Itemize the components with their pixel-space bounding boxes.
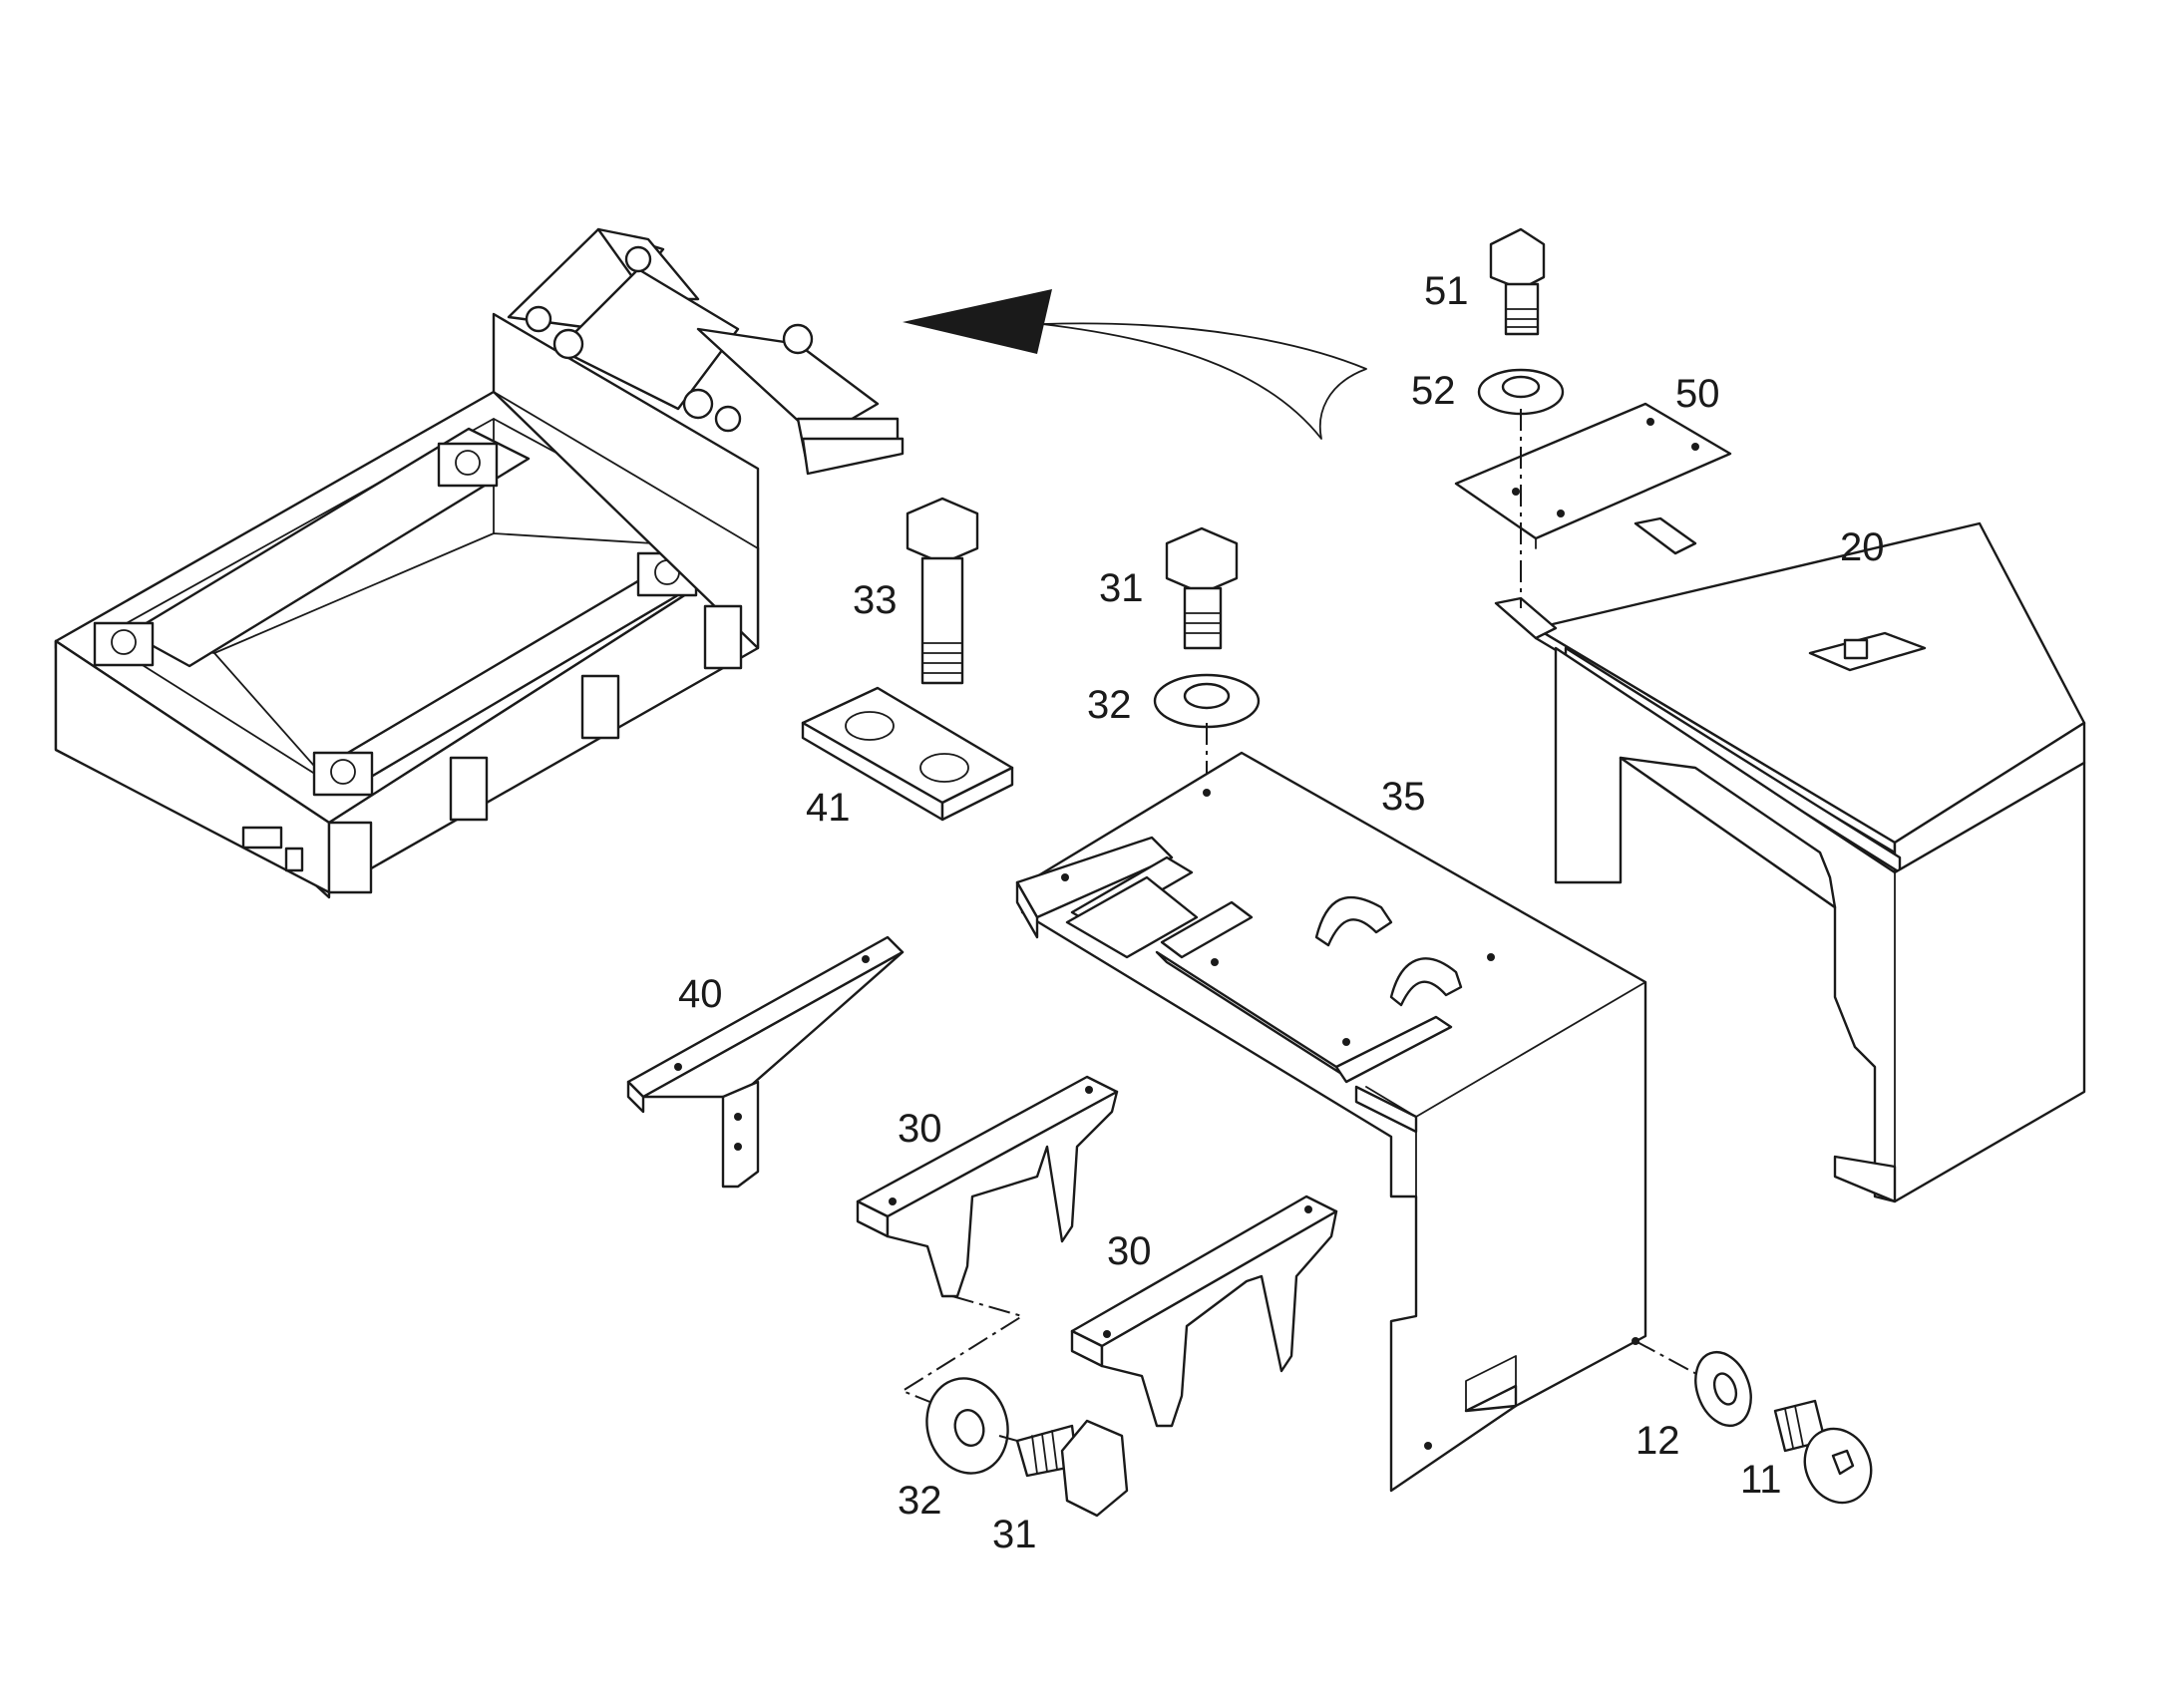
part-30-bracket-right: [1070, 1195, 1338, 1428]
part-40-bracket: [626, 935, 905, 1189]
callout-30-right: 30: [1107, 1229, 1152, 1273]
callout-31-bottom: 31: [992, 1513, 1037, 1556]
part-31-bolt-top: [1165, 526, 1239, 650]
callout-32-top: 32: [1087, 683, 1132, 727]
part-32-washer-bottom: [925, 1377, 1009, 1475]
callout-40: 40: [678, 972, 723, 1016]
callout-51: 51: [1424, 269, 1469, 313]
part-11-screw: [1773, 1399, 1873, 1505]
callout-11: 11: [1740, 1458, 1782, 1502]
callout-50: 50: [1675, 372, 1720, 416]
part-41-plate: [801, 686, 1014, 822]
part-50-plate: [1454, 402, 1732, 549]
direction-arrow: [903, 289, 1367, 440]
callout-41: 41: [806, 786, 851, 830]
assembly-axis-31-bottom: [998, 1435, 1018, 1442]
assembly-axis-11: [1635, 1340, 1701, 1377]
callout-labels: 51 52 50 20 33 31 32 41 35 40 30 30 32 3…: [678, 269, 1885, 1556]
callout-33: 33: [853, 578, 898, 622]
callout-32-bottom: 32: [898, 1479, 942, 1523]
part-32-washer-top: [1153, 673, 1261, 729]
callout-12: 12: [1635, 1419, 1680, 1463]
part-31-bolt-bottom: [1015, 1419, 1129, 1518]
part-52-washer: [1477, 368, 1565, 416]
part-33-bolt: [906, 497, 979, 685]
part-51-bolt: [1489, 227, 1546, 336]
callout-52: 52: [1411, 369, 1456, 413]
part-12-washer: [1694, 1351, 1752, 1427]
callout-31-top: 31: [1099, 566, 1144, 610]
callout-30-left: 30: [898, 1107, 942, 1151]
callout-35: 35: [1381, 775, 1426, 819]
callout-20: 20: [1840, 525, 1885, 569]
machine-frame: [54, 227, 905, 899]
part-20-cover: [1494, 516, 2086, 1203]
part-35-sheet: [1015, 751, 1647, 1493]
part-30-bracket-left: [856, 1075, 1119, 1298]
assembly-axis-30-left: [900, 1295, 1025, 1412]
